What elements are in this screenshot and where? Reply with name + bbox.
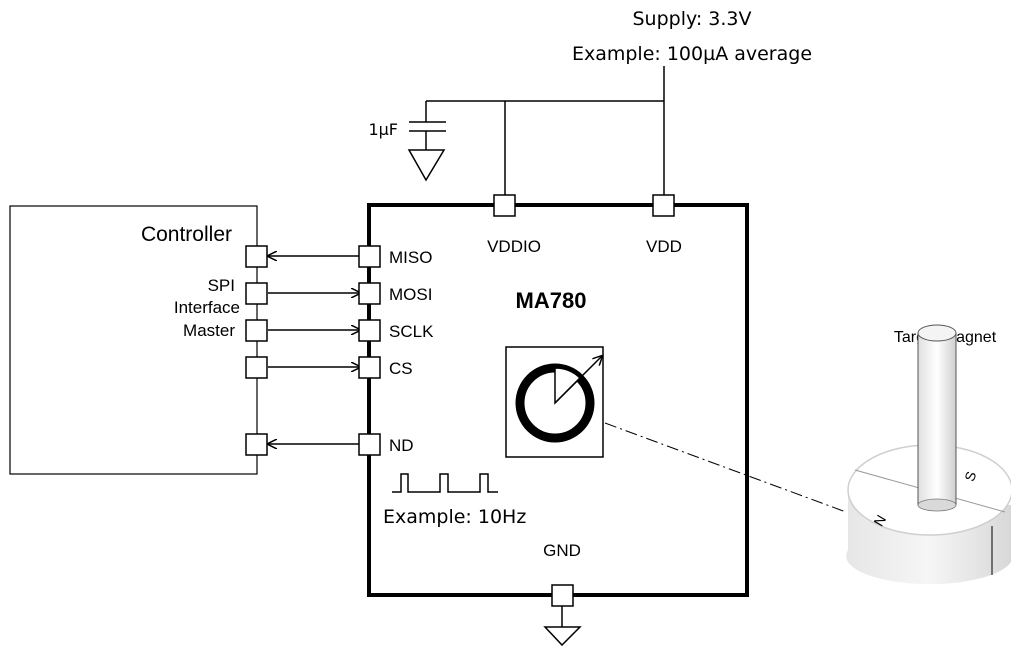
nd-pulse-waveform-icon: [392, 473, 498, 493]
pin-label-vddio: VDDIO: [487, 237, 541, 256]
controller-pins: [245, 245, 268, 456]
pin-label-miso: MISO: [389, 248, 432, 267]
chip-pin-vddio: [493, 194, 516, 217]
nd-example-label: Example: 10Hz: [383, 506, 526, 528]
pin-label-sclk: SCLK: [389, 322, 434, 341]
capacitor-label: 1µF: [368, 120, 398, 139]
chip-pin-cs: [358, 356, 381, 379]
controller-pin-mosi: [245, 282, 268, 305]
chip-pin-sclk: [358, 319, 381, 342]
chip-pin-mosi: [358, 282, 381, 305]
cap-ground-icon: [407, 149, 446, 182]
controller-pin-nd: [245, 433, 268, 456]
magnet-axis-line: [604, 422, 847, 513]
magnet-shaft: [917, 332, 957, 506]
pin-label-nd: ND: [389, 436, 414, 455]
controller-box: [9, 205, 258, 475]
chip-name: MA780: [516, 288, 587, 313]
capacitor-symbol: [409, 121, 446, 150]
chip-pins: [358, 194, 675, 607]
target-magnet: [846, 324, 1011, 585]
angle-arrow-icon: [554, 356, 602, 404]
supply-current-label: Example: 100µA average: [572, 43, 812, 65]
chip-pin-miso: [358, 245, 381, 268]
chip-pin-gnd: [551, 584, 574, 607]
pin-label-mosi: MOSI: [389, 285, 432, 304]
supply-rail: [425, 66, 665, 196]
pin-label-cs: CS: [389, 359, 413, 378]
pin-label-gnd: GND: [543, 541, 581, 560]
controller-interface-line-1: SPI: [208, 276, 235, 295]
chip-ground-icon: [543, 626, 582, 647]
pin-label-vdd: VDD: [646, 237, 682, 256]
controller-pin-cs: [245, 356, 268, 379]
signal-wires: [268, 256, 360, 444]
controller-pin-sclk: [245, 319, 268, 342]
sensor-element: [505, 346, 603, 458]
supply-voltage-label: Supply: 3.3V: [632, 8, 751, 30]
controller-interface-line-2: Interface: [174, 298, 240, 317]
controller-title: Controller: [141, 223, 232, 246]
chip-pin-nd: [358, 433, 381, 456]
chip-pin-vdd: [652, 194, 675, 217]
controller-pin-miso: [245, 245, 268, 268]
controller-interface-line-3: Master: [183, 321, 235, 340]
